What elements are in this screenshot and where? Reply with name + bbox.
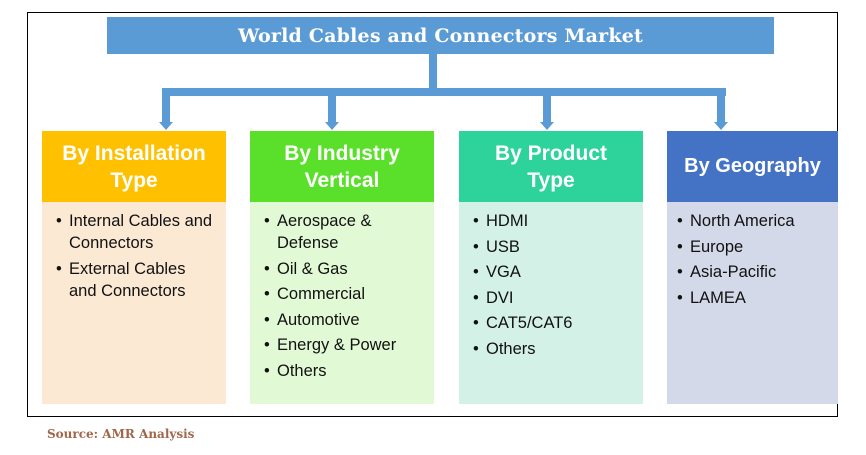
list-item: Oil & Gas — [264, 258, 424, 280]
list-item: USB — [473, 236, 633, 258]
segment-heading: By Installation Type — [42, 131, 226, 202]
connector-drop-3 — [543, 88, 551, 123]
connector-drop-1 — [162, 88, 170, 123]
list-item: VGA — [473, 261, 633, 283]
list-item: External Cables and Connectors — [56, 258, 216, 302]
segment-heading: By Geography — [667, 131, 838, 202]
list-item: Automotive — [264, 309, 424, 331]
segment-heading: By Product Type — [459, 131, 643, 202]
list-item: DVI — [473, 287, 633, 309]
arrow-down-icon — [714, 122, 728, 130]
list-item: Others — [264, 360, 424, 382]
connector-bar — [162, 88, 726, 96]
connector-stem — [429, 54, 437, 92]
segment-heading: By Industry Vertical — [250, 131, 434, 202]
list-item: Energy & Power — [264, 334, 424, 356]
segment-installation-type: By Installation Type Internal Cables and… — [42, 131, 226, 404]
diagram-title: World Cables and Connectors Market — [107, 17, 774, 54]
list-item: North America — [677, 210, 828, 232]
list-item: Europe — [677, 236, 828, 258]
segment-industry-vertical: By Industry Vertical Aerospace & Defense… — [250, 131, 434, 404]
list-item: Internal Cables and Connectors — [56, 210, 216, 254]
list-item: Commercial — [264, 283, 424, 305]
segment-body: North America Europe Asia-Pacific LAMEA — [667, 202, 838, 404]
connector-drop-2 — [328, 88, 336, 123]
list-item: LAMEA — [677, 287, 828, 309]
list-item: Asia-Pacific — [677, 261, 828, 283]
list-item: Aerospace & Defense — [264, 210, 424, 254]
arrow-down-icon — [540, 122, 554, 130]
source-note: Source: AMR Analysis — [47, 427, 195, 441]
arrow-down-icon — [325, 122, 339, 130]
segment-body: HDMI USB VGA DVI CAT5/CAT6 Others — [459, 202, 643, 404]
list-item: Others — [473, 338, 633, 360]
list-item: HDMI — [473, 210, 633, 232]
segment-body: Aerospace & Defense Oil & Gas Commercial… — [250, 202, 434, 404]
connector-drop-4 — [717, 88, 725, 123]
segment-body: Internal Cables and Connectors External … — [42, 202, 226, 404]
segment-geography: By Geography North America Europe Asia-P… — [667, 131, 838, 404]
segment-product-type: By Product Type HDMI USB VGA DVI CAT5/CA… — [459, 131, 643, 404]
arrow-down-icon — [159, 122, 173, 130]
list-item: CAT5/CAT6 — [473, 312, 633, 334]
